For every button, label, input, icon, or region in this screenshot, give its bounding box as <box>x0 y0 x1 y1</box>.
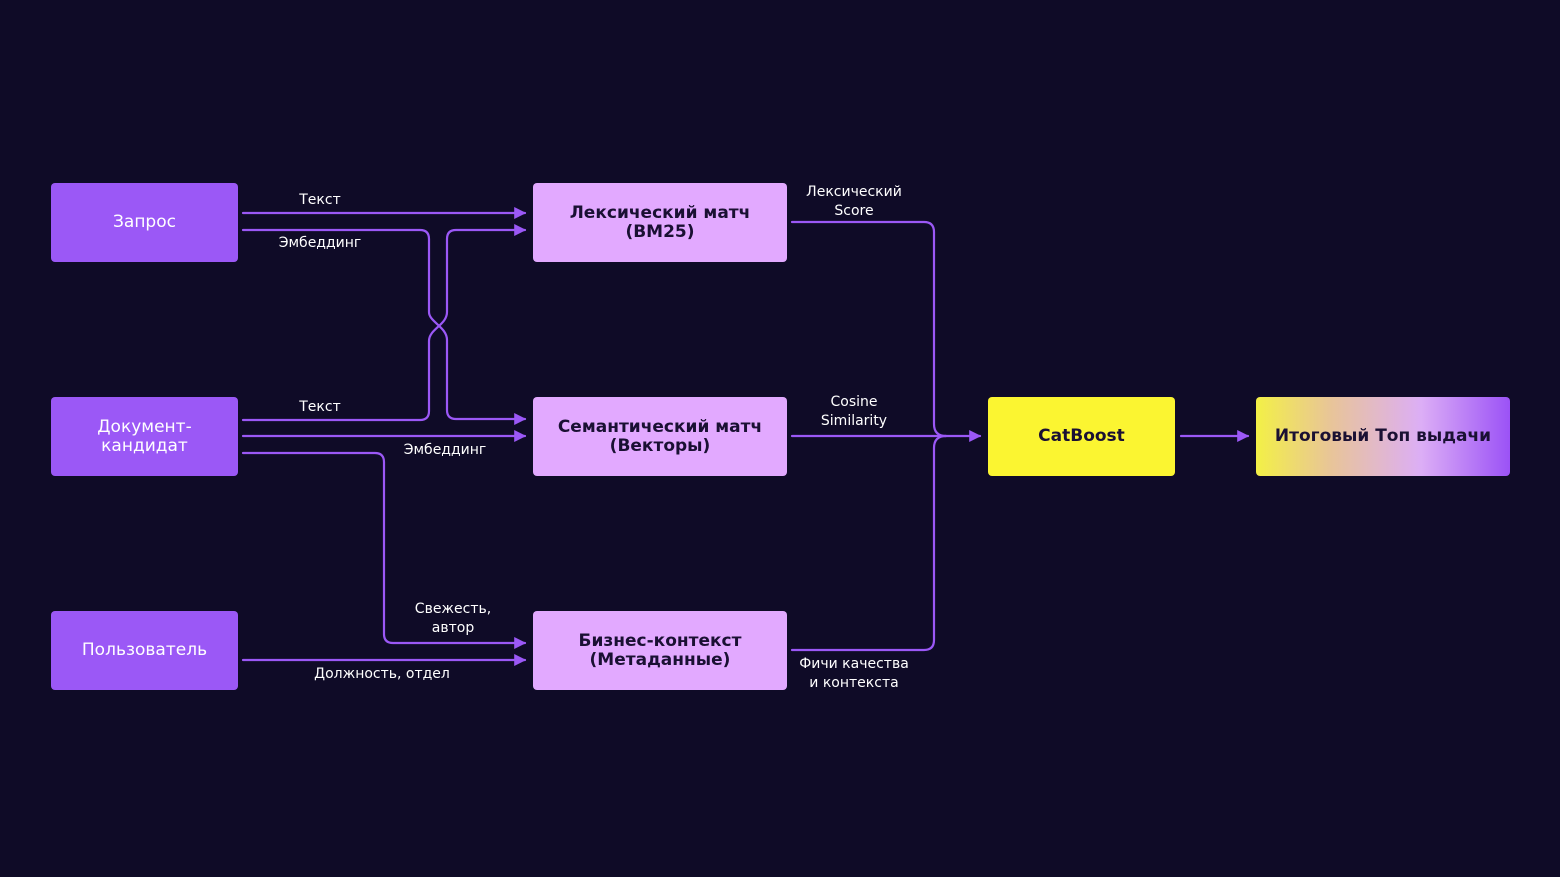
label-document-text: Текст <box>299 399 341 415</box>
node-document-candidate: Документ- кандидат <box>51 397 238 476</box>
label-query-embedding: Эмбеддинг <box>278 235 362 251</box>
node-business-context: Бизнес-контекст (Метаданные) <box>533 611 787 690</box>
node-semantic-match: Семантический матч (Векторы) <box>533 397 787 476</box>
label-query-text: Текст <box>299 192 341 208</box>
label-quality-features: Фичи качества и контекста <box>799 656 909 691</box>
node-user: Пользователь <box>51 611 238 690</box>
label-document-freshness: Свежесть, автор <box>414 601 492 636</box>
edge-quality-features <box>790 434 948 652</box>
label-lexical-score: Лексический Score <box>806 184 902 219</box>
node-query: Запрос <box>51 183 238 262</box>
node-final-top-results: Итоговый Топ выдачи <box>1256 397 1510 476</box>
edge-document-text <box>241 224 527 422</box>
label-document-embedding: Эмбеддинг <box>403 442 487 458</box>
edge-query-embedding <box>241 228 527 425</box>
label-cosine-similarity: Cosine Similarity <box>820 394 888 429</box>
edge-document-freshness <box>241 451 527 649</box>
edge-lexical-score <box>790 220 948 438</box>
node-catboost: CatBoost <box>988 397 1175 476</box>
node-lexical-match: Лексический матч (BM25) <box>533 183 787 262</box>
label-user-position: Должность, отдел <box>314 666 450 682</box>
